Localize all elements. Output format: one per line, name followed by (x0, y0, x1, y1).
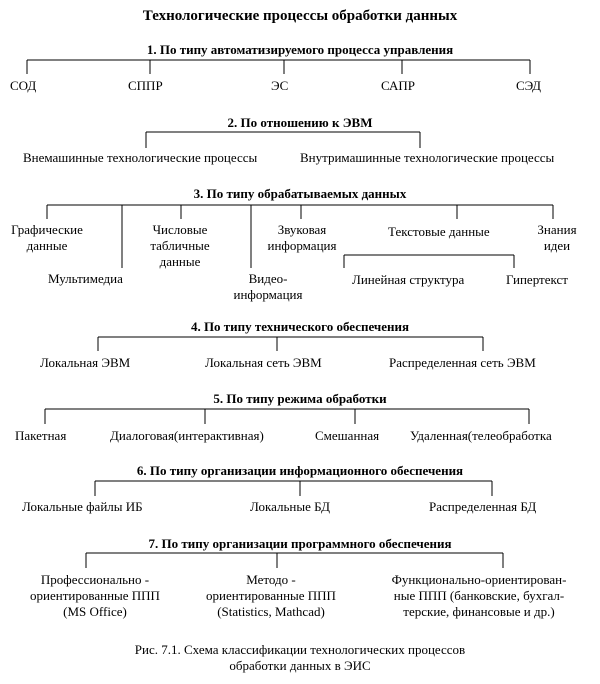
section-2-item-online: Внутримашинные технологические процессы (300, 150, 555, 165)
section-1-item-sed: СЭД (516, 78, 542, 93)
section-1-item-sppr: СППР (128, 78, 163, 93)
diagram-title: Технологические процессы обработки данны… (142, 8, 458, 24)
figure-caption: Рис. 7.1. Схема классификации технологич… (134, 642, 466, 673)
section-5-heading: 5. По типу режима обработки (213, 391, 387, 406)
section-3-item-multimedia: Мультимедиа (48, 271, 123, 286)
section-3-item-audio: Звуковая информация (267, 222, 337, 253)
section-6-item-local-db: Локальные БД (250, 499, 330, 514)
section-3-item-text: Текстовые данные (388, 224, 490, 239)
section-6-item-distributed-db: Распределенная БД (429, 499, 537, 514)
section-4-item-local-pc: Локальная ЭВМ (40, 355, 131, 370)
section-1-heading: 1. По типу автоматизируемого процесса уп… (146, 42, 454, 57)
section-4-heading: 4. По типу технического обеспечения (190, 319, 410, 334)
section-3-item-knowledge: Знания идеи (537, 222, 577, 253)
section-6-item-local-files: Локальные файлы ИБ (22, 499, 143, 514)
section-3-heading: 3. По типу обрабатываемых данных (193, 186, 407, 201)
section-7-item-functional: Функционально-ориентирован- ные ППП (бан… (391, 572, 567, 619)
section-4-item-distributed-net: Распределенная сеть ЭВМ (389, 355, 536, 370)
section-7-item-professional: Профессионально - ориентированные ППП (M… (30, 572, 160, 619)
section-3-item-linear: Линейная структура (352, 272, 465, 287)
section-3-item-graphic: Графические данные (11, 222, 83, 253)
section-4-item-local-net: Локальная сеть ЭВМ (205, 355, 322, 370)
section-6-heading: 6. По типу организации информационного о… (136, 463, 464, 478)
section-7-heading: 7. По типу организации программного обес… (148, 536, 452, 551)
section-3-item-numeric: Числовые табличные данные (150, 222, 210, 269)
section-1-item-es: ЭС (271, 78, 289, 93)
section-3-item-video: Видео- информация (233, 271, 303, 302)
section-7-item-method: Методо - ориентированные ППП (Statistics… (206, 572, 336, 619)
section-3-item-hypertext: Гипертекст (506, 272, 568, 287)
section-5-item-remote: Удаленная(телеобработка (410, 428, 552, 443)
section-5-item-mixed: Смешанная (315, 428, 380, 443)
section-1-item-sod: СОД (10, 78, 37, 93)
section-1-item-sapr: САПР (381, 78, 416, 93)
section-2-item-offline: Внемашинные технологические процессы (23, 150, 258, 165)
section-5-item-batch: Пакетная (15, 428, 67, 443)
section-5-item-dialog: Диалоговая(интерактивная) (110, 428, 264, 443)
section-2-heading: 2. По отношению к ЭВМ (227, 115, 373, 130)
